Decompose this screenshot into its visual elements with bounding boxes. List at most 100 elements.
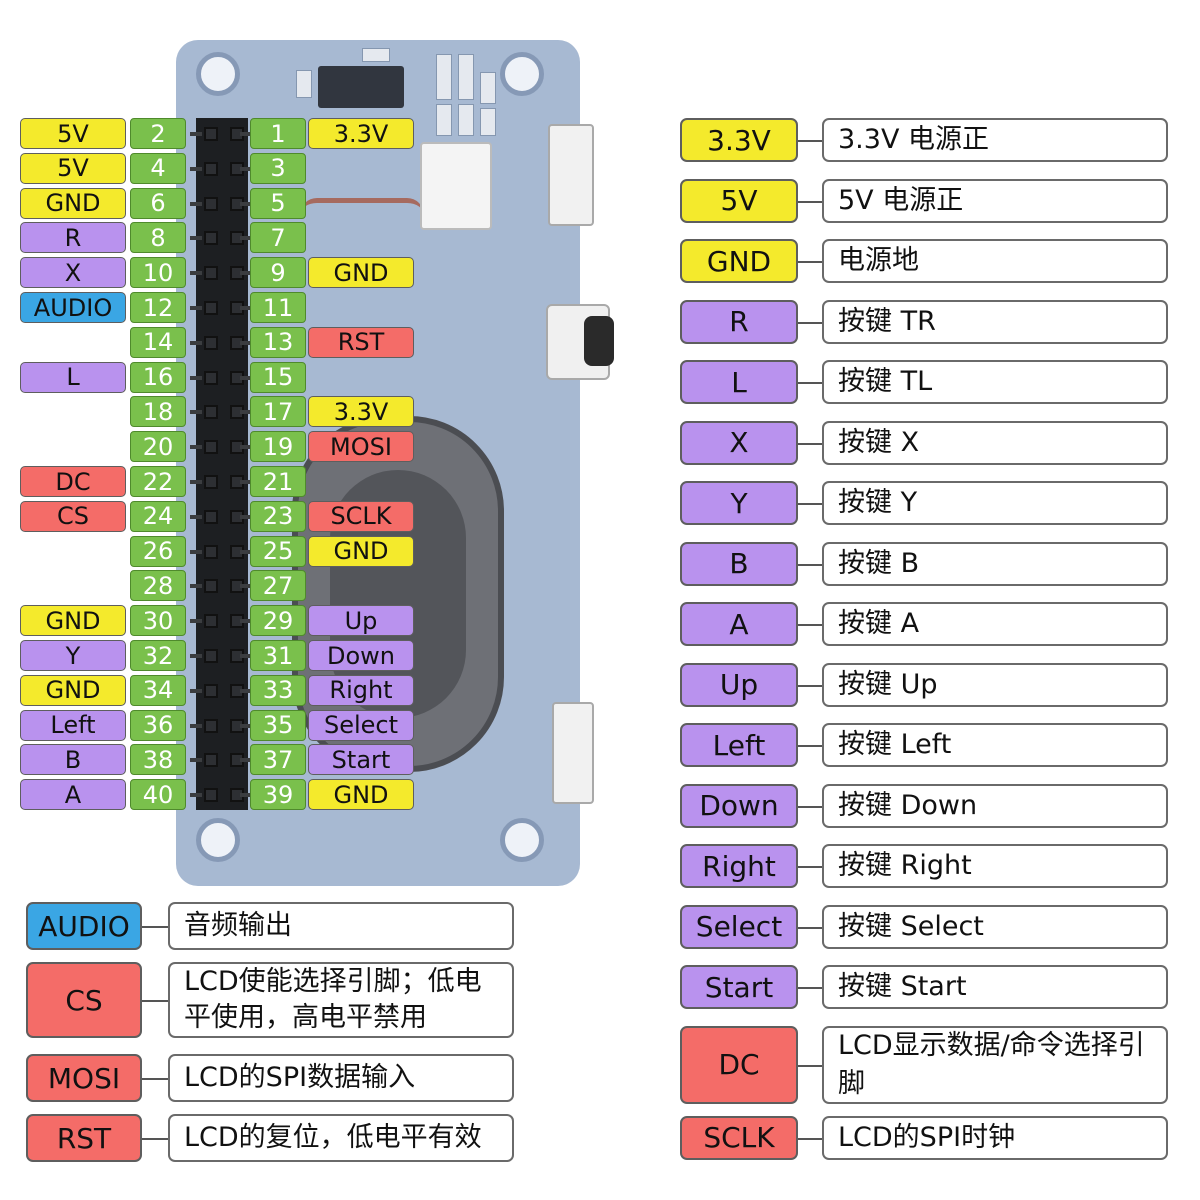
legend-description: 按键 A xyxy=(822,602,1168,646)
pin-signal-label: R xyxy=(20,222,126,254)
smd-component xyxy=(362,48,390,62)
pin-number: 31 xyxy=(250,640,306,671)
header-pin xyxy=(204,788,218,803)
tactile-switch-top xyxy=(548,124,594,226)
legend-tag: Select xyxy=(680,904,798,949)
pin-number: 39 xyxy=(250,779,306,811)
pin-signal-label: GND xyxy=(308,535,414,567)
pin-lead xyxy=(240,201,252,206)
ic-chip xyxy=(318,66,404,108)
pin-signal-label: MOSI xyxy=(308,431,414,463)
pin-number: 38 xyxy=(130,744,186,776)
tactile-switch-bottom xyxy=(552,702,594,804)
pin-lead xyxy=(190,584,202,589)
pin-number: 10 xyxy=(130,257,186,289)
legend-connector xyxy=(798,382,822,384)
pin-lead xyxy=(240,271,252,276)
smd-component xyxy=(458,104,474,136)
legend-tag: Y xyxy=(680,481,798,525)
pin-number: 37 xyxy=(250,744,306,776)
header-pin xyxy=(204,544,218,559)
pin-number: 34 xyxy=(130,674,186,706)
pin-number: 36 xyxy=(130,709,186,741)
pin-lead xyxy=(190,306,202,310)
pin-number: 30 xyxy=(130,605,186,637)
header-pin xyxy=(204,579,218,594)
header-pin xyxy=(204,475,218,489)
mount-hole xyxy=(196,818,240,862)
pin-lead xyxy=(190,549,202,554)
header-pin xyxy=(204,266,218,281)
pin-lead xyxy=(240,758,252,763)
legend-description: LCD使能选择引脚；低电平使用，高电平禁用 xyxy=(168,962,514,1038)
pin-signal-label: L xyxy=(20,361,126,393)
pin-number: 3 xyxy=(250,152,306,184)
legend-description: 音频输出 xyxy=(168,902,514,950)
pin-signal-label: SCLK xyxy=(308,500,414,532)
pin-lead xyxy=(190,793,202,798)
pin-lead xyxy=(240,619,252,624)
pin-lead xyxy=(190,236,202,241)
pin-lead xyxy=(190,340,202,345)
legend-tag: Right xyxy=(680,844,798,888)
legend-description: 按键 Right xyxy=(822,844,1168,888)
legend-connector xyxy=(798,200,822,203)
pin-signal-label: Select xyxy=(308,709,414,741)
pin-lead xyxy=(190,654,202,658)
pin-number: 1 xyxy=(250,118,306,149)
header-pin xyxy=(204,127,218,141)
pin-signal-label: B xyxy=(20,744,126,776)
legend-description: 按键 Up xyxy=(822,662,1168,707)
legend-description: 按键 B xyxy=(822,541,1168,586)
pin-lead xyxy=(190,410,202,415)
pin-lead xyxy=(240,654,252,658)
pin-number: 8 xyxy=(130,222,186,254)
mount-hole xyxy=(500,52,544,96)
pin-number: 24 xyxy=(130,500,186,532)
pin-signal-label: Left xyxy=(20,709,126,741)
legend-tag: GND xyxy=(680,239,798,283)
legend-tag: SCLK xyxy=(680,1115,798,1160)
pin-number: 11 xyxy=(250,292,306,323)
pin-number: 20 xyxy=(130,431,186,463)
legend-connector xyxy=(798,745,822,747)
pin-number: 17 xyxy=(250,396,306,428)
legend-description: 按键 Start xyxy=(822,965,1168,1009)
pin-number: 19 xyxy=(250,431,306,463)
pin-lead xyxy=(240,584,252,589)
legend-description: LCD的SPI时钟 xyxy=(822,1115,1168,1160)
header-pin xyxy=(204,753,218,768)
pin-signal-label: A xyxy=(20,779,126,811)
pin-lead xyxy=(190,514,202,519)
pin-number: 12 xyxy=(130,292,186,323)
legend-connector xyxy=(798,805,822,808)
legend-connector xyxy=(798,442,822,445)
legend-connector xyxy=(798,563,822,566)
speaker-connector xyxy=(420,142,492,230)
header-pin xyxy=(204,231,218,246)
pin-number: 5 xyxy=(250,187,306,219)
pin-lead xyxy=(190,688,202,693)
pin-signal-label: GND xyxy=(308,257,414,289)
pin-lead xyxy=(240,410,252,415)
legend-connector xyxy=(798,1064,822,1067)
legend-description: 按键 Left xyxy=(822,723,1168,767)
pin-signal-label: Y xyxy=(20,640,126,671)
pin-signal-label: GND xyxy=(308,779,414,811)
pin-number: 40 xyxy=(130,779,186,811)
legend-tag: 3.3V xyxy=(680,118,798,162)
pin-lead xyxy=(190,445,202,450)
legend-tag: Start xyxy=(680,965,798,1009)
legend-description: 按键 Y xyxy=(822,481,1168,525)
pin-lead xyxy=(240,549,252,554)
legend-tag: CS xyxy=(26,962,142,1038)
pin-number: 25 xyxy=(250,535,306,567)
smd-component xyxy=(480,72,496,104)
smd-component xyxy=(458,54,474,100)
pin-signal-label: X xyxy=(20,257,126,289)
legend-description: 按键 Down xyxy=(822,783,1168,828)
legend-tag: Up xyxy=(680,662,798,707)
legend-tag: B xyxy=(680,541,798,586)
pin-lead xyxy=(190,201,202,206)
pin-lead xyxy=(240,166,252,171)
